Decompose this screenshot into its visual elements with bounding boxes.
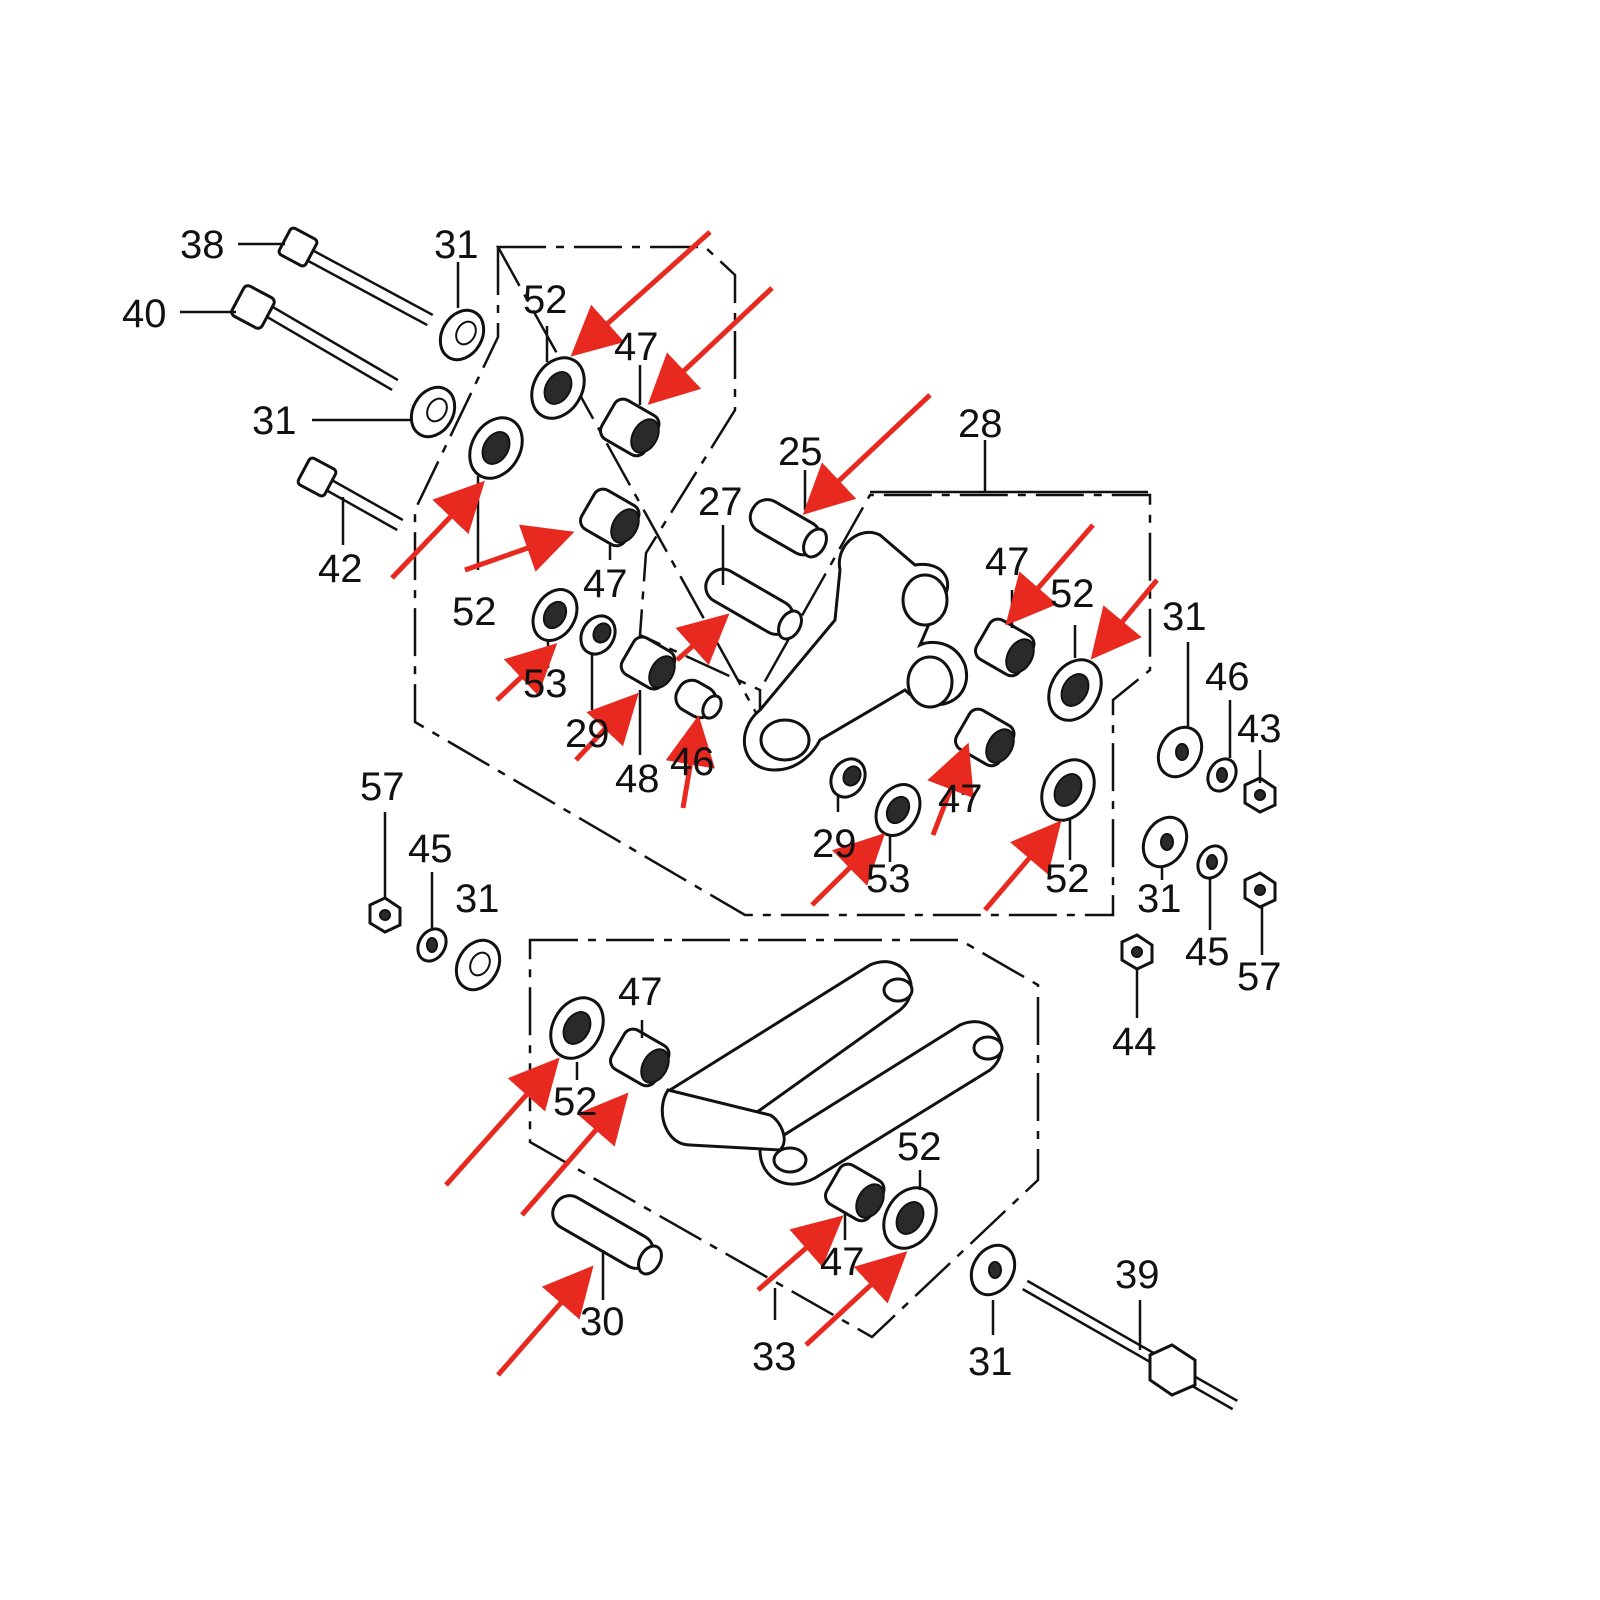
collar-31-f (969, 1243, 1017, 1297)
callout-47-d: 47 (938, 777, 983, 821)
callout-29-b: 29 (812, 822, 857, 866)
callout-53-b: 53 (866, 857, 911, 901)
callout-48: 48 (615, 757, 660, 801)
callout-52-e: 52 (553, 1080, 598, 1124)
cushion-arm-28 (743, 531, 968, 772)
callout-43: 43 (1237, 707, 1282, 751)
callout-30: 30 (580, 1300, 625, 1344)
callout-33: 33 (752, 1335, 797, 1379)
nut-57-b (368, 896, 402, 934)
seal-52-d (1040, 758, 1096, 822)
callout-29-a: 29 (565, 712, 610, 756)
collar-31-c (1156, 725, 1204, 779)
nut-43 (1243, 776, 1277, 814)
callout-31-b: 31 (252, 399, 297, 443)
washer-45-a (1196, 844, 1228, 880)
callout-45-a: 45 (408, 827, 453, 871)
callout-47-c: 47 (985, 540, 1030, 584)
callout-57-a: 57 (360, 765, 405, 809)
bearing-48 (619, 635, 677, 691)
callout-31-c: 31 (1162, 595, 1207, 639)
callout-47-b: 47 (583, 562, 628, 606)
nut-57-a (1243, 871, 1277, 909)
cap-29-a (579, 614, 617, 656)
washer-45-b (416, 927, 448, 963)
collar-31-e (454, 938, 502, 992)
bearing-47-f (824, 1162, 886, 1223)
callout-44: 44 (1112, 1020, 1157, 1064)
callout-labels: 38 40 31 31 42 52 47 52 47 25 27 28 53 2… (122, 223, 1282, 1384)
leader-lines (180, 242, 1264, 1350)
callout-52-f: 52 (897, 1125, 942, 1169)
callout-38: 38 (180, 223, 225, 267)
collar-31-a (438, 308, 486, 362)
callout-47-e: 47 (618, 970, 663, 1014)
seal-52-c (1047, 658, 1103, 722)
connecting-rod-33 (660, 960, 1004, 1186)
seal-53-b (874, 783, 922, 837)
callout-52-c: 52 (1050, 572, 1095, 616)
callout-31-f: 31 (968, 1340, 1013, 1384)
washer-46 (1206, 757, 1238, 793)
bolt-38 (277, 226, 434, 327)
bearing-47-c (974, 617, 1036, 678)
bolt-42 (296, 456, 404, 532)
collar-30 (551, 1194, 663, 1276)
callout-46-a: 46 (670, 740, 715, 784)
bearing-47-a (599, 397, 661, 458)
group-box-upper-outline (413, 247, 1152, 917)
collar-31-b (409, 385, 457, 439)
callout-53-a: 53 (523, 662, 568, 706)
callout-45-b: 45 (1185, 930, 1230, 974)
callout-47-a: 47 (614, 325, 659, 369)
bolt-40 (230, 284, 399, 392)
callout-25: 25 (778, 430, 823, 474)
highlight-arrows (390, 230, 1159, 1377)
collar-25 (748, 498, 828, 559)
bearing-47-e (609, 1027, 671, 1088)
nut-44 (1120, 933, 1154, 971)
bearing-47-b (579, 487, 641, 548)
callout-46-b: 46 (1205, 655, 1250, 699)
callout-31-e: 31 (455, 877, 500, 921)
seal-53-a (531, 588, 579, 642)
callout-42: 42 (318, 547, 363, 591)
callout-28: 28 (958, 402, 1003, 446)
seal-52-b (468, 416, 524, 480)
collar-46 (674, 678, 723, 720)
seal-52-a (530, 356, 586, 420)
seal-52-e (549, 996, 605, 1060)
callout-39: 39 (1115, 1253, 1160, 1297)
callout-52-a: 52 (523, 278, 568, 322)
callout-57-b: 57 (1237, 955, 1282, 999)
callout-31-a: 31 (434, 223, 479, 267)
callout-52-d: 52 (1045, 857, 1090, 901)
callout-40: 40 (122, 292, 167, 336)
collar-27 (704, 567, 803, 641)
group-box-lower (528, 938, 1040, 1339)
collar-31-d (1141, 815, 1189, 869)
cap-29-b (829, 757, 867, 799)
seal-52-f (882, 1186, 938, 1250)
callout-27: 27 (698, 480, 743, 524)
callout-47-f: 47 (820, 1240, 865, 1284)
callout-52-b: 52 (452, 590, 497, 634)
bolt-39 (1022, 1279, 1238, 1411)
callout-31-d: 31 (1137, 877, 1182, 921)
